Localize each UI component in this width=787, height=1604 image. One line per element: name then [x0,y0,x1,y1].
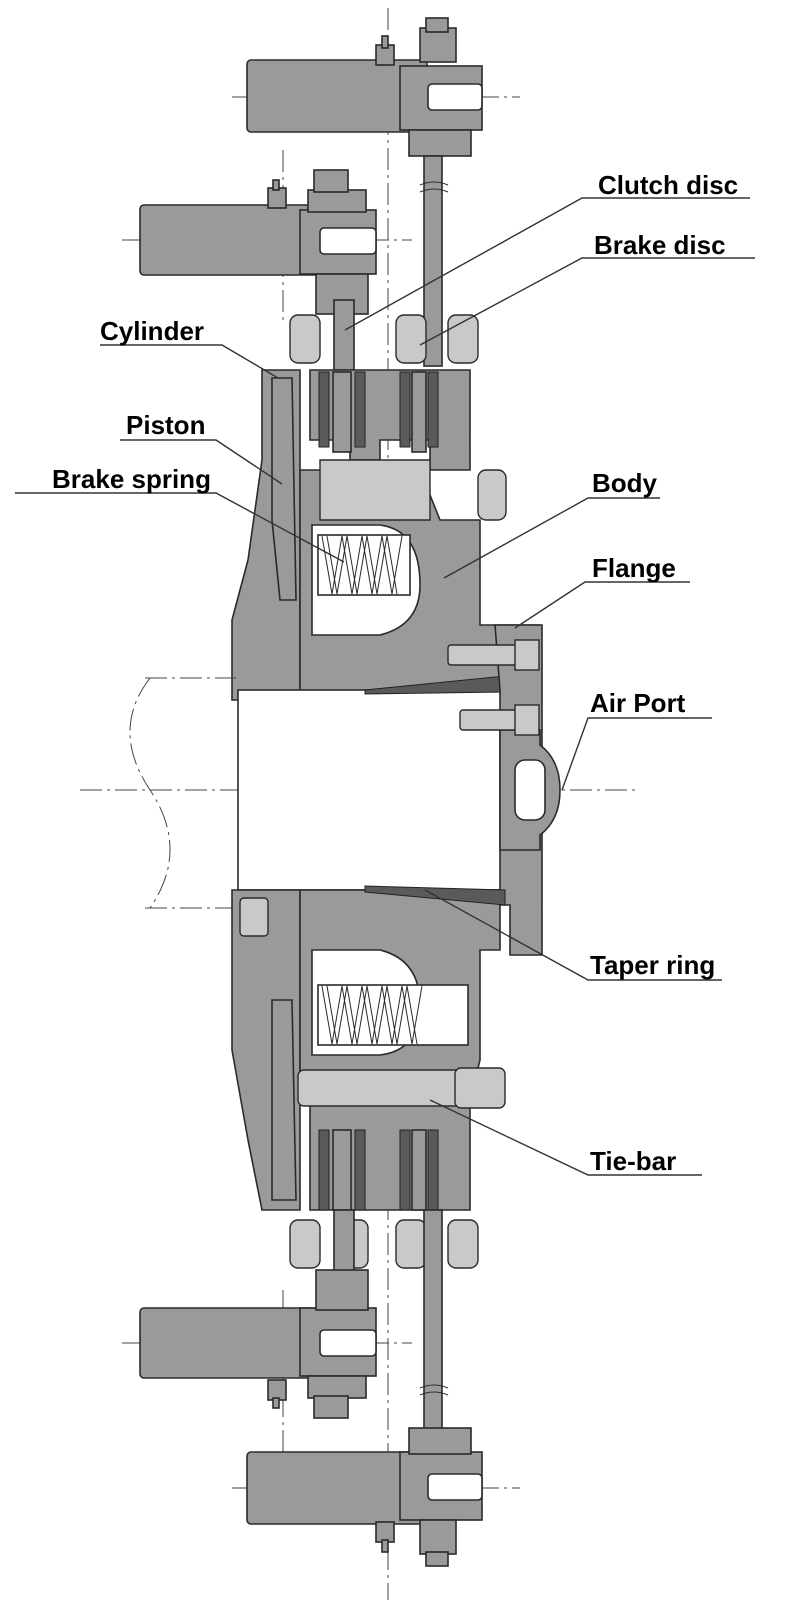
lower-bolts [289,1219,479,1269]
lower-mount-block-2 [246,1427,483,1567]
upper-mount-block-2 [139,169,377,315]
label-flange: Flange [592,553,676,583]
lower-disc-shafts [333,1209,449,1441]
upper-disc-shafts [333,155,449,371]
brake-spring-upper [317,534,411,596]
upper-bolts [289,314,507,521]
label-body: Body [592,468,657,498]
lower-mount-block-1 [139,1269,377,1419]
label-brake-disc: Brake disc [594,230,726,260]
label-air-port: Air Port [590,688,686,718]
label-piston: Piston [126,410,206,440]
body-lower [231,885,506,1211]
label-brake-spring: Brake spring [52,464,211,494]
label-taper-ring: Taper ring [590,950,716,980]
shaft-outline [129,677,236,909]
flange-assembly [447,624,561,956]
body-upper [231,369,541,891]
leader-lines [15,197,755,1176]
label-tie-bar: Tie-bar [590,1146,677,1176]
label-cylinder: Cylinder [100,316,205,346]
upper-mount-block-1 [246,17,483,157]
label-clutch-disc: Clutch disc [598,170,739,200]
